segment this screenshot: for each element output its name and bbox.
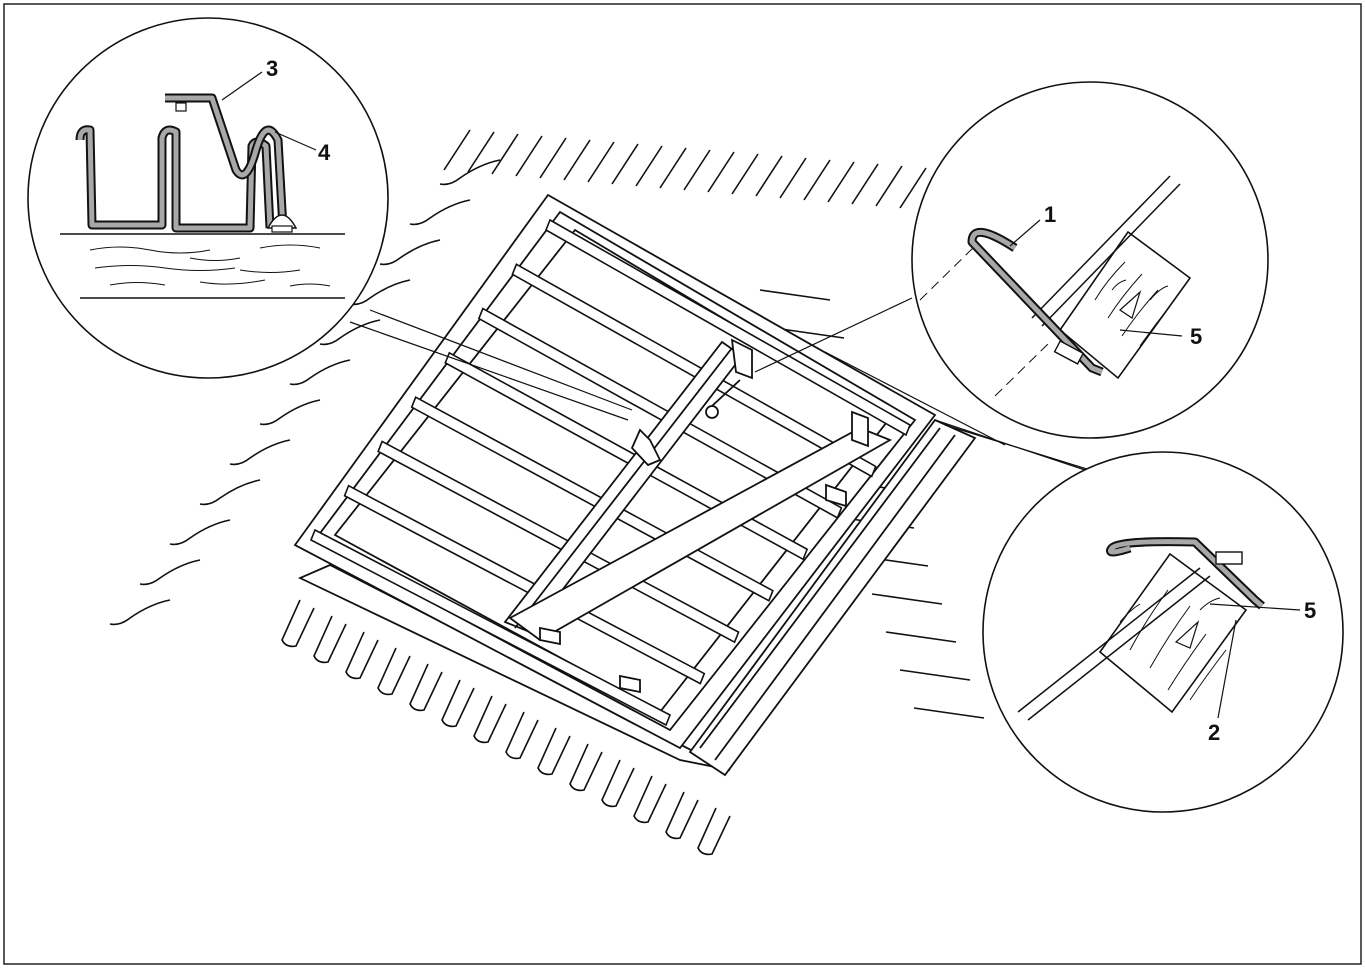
tile-ridge <box>611 143 639 185</box>
tile-course-left <box>319 319 381 346</box>
cross-beam <box>503 338 893 694</box>
tile-course-bottom <box>569 743 603 792</box>
tile-ridge <box>683 149 711 191</box>
tile-ridge <box>707 151 735 193</box>
tile-course-left <box>289 359 351 386</box>
tile-ridge <box>899 167 927 209</box>
tile-course-left <box>409 199 471 226</box>
batten-bar <box>544 218 912 437</box>
tile-course-left <box>139 559 201 586</box>
tile-course-left <box>349 279 411 306</box>
tile-ridge <box>539 137 567 179</box>
tile-course-bottom <box>473 695 507 744</box>
battens <box>309 218 912 727</box>
tile-ridge <box>515 135 543 177</box>
tile-course-bottom <box>281 599 315 648</box>
batten-bar <box>477 307 843 519</box>
callout-4: 4 <box>318 140 331 165</box>
tile-course-left <box>259 399 321 426</box>
tile-course-bottom <box>697 807 731 856</box>
tile-course-bottom <box>537 727 571 776</box>
tile-course-bottom <box>313 615 347 664</box>
tile-course-bottom <box>665 791 699 840</box>
tile-ridge <box>875 165 903 207</box>
tile-course-left <box>229 439 291 466</box>
tile-ridge <box>851 163 879 205</box>
tile-course-right <box>885 631 957 643</box>
tile-course-right <box>871 593 943 605</box>
tile-ridge <box>827 161 855 203</box>
tile-ridge <box>803 159 831 201</box>
tile-course-bottom <box>441 679 475 728</box>
tile-ridge <box>635 145 663 187</box>
tile-ridge <box>779 157 807 199</box>
callout-1: 1 <box>1044 202 1056 227</box>
callout-3: 3 <box>266 56 278 81</box>
tile-course-bottom <box>505 711 539 760</box>
detail-top-right-circle: 1 5 <box>911 81 1269 439</box>
tile-ridge <box>587 141 615 183</box>
tile-course-left <box>109 599 171 626</box>
tile-course-bottom <box>633 775 667 824</box>
tile-course-left <box>379 239 441 266</box>
callout-5-top: 5 <box>1190 324 1202 349</box>
tile-ridge <box>491 133 519 175</box>
tile-ridge <box>731 153 759 195</box>
batten-bar <box>309 528 672 727</box>
tile-course-left <box>199 479 261 506</box>
tile-ridge <box>659 147 687 189</box>
tile-course-bottom <box>345 631 379 680</box>
tile-course-bottom <box>601 759 635 808</box>
batten-bar <box>511 263 877 478</box>
callout-5-bottom: 5 <box>1304 598 1316 623</box>
tile-course-right <box>913 707 985 719</box>
detail-left-circle: 3 4 <box>27 17 389 379</box>
tile-ridge <box>755 155 783 197</box>
figure-frame <box>3 3 1362 965</box>
detail-bottom-right-circle: 5 2 <box>982 451 1344 813</box>
tile-course-right <box>899 669 971 681</box>
tile-ridge <box>443 129 471 171</box>
callout-2: 2 <box>1208 720 1220 745</box>
tile-ridge <box>467 131 495 173</box>
tile-course-right <box>759 289 831 301</box>
tile-course-left <box>439 159 501 186</box>
tile-course-left <box>169 519 231 546</box>
tile-ridge <box>563 139 591 181</box>
tile-course-bottom <box>377 647 411 696</box>
leader-lines <box>349 297 1101 476</box>
tile-course-bottom <box>409 663 443 712</box>
